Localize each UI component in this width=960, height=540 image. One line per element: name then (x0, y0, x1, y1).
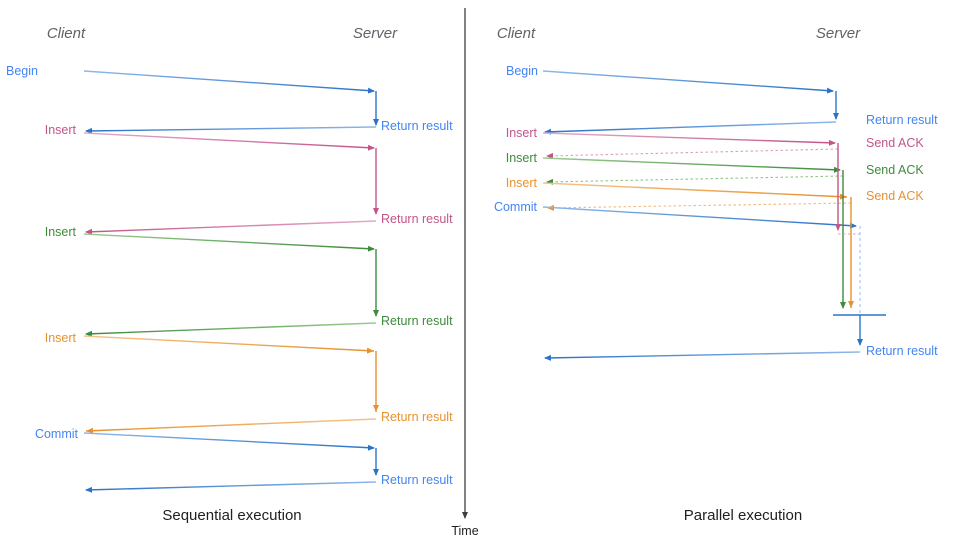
client-lane-header-parallel: Client (497, 25, 536, 42)
server-lane-header-sequential: Server (353, 25, 398, 42)
message-arrow-insert2-return (85, 322, 377, 337)
panel-caption-parallel: Parallel execution (684, 507, 802, 524)
message-arrow-commit-return (85, 481, 377, 493)
message-label-insert-2: Insert (45, 225, 77, 239)
message-arrow-send-ack-1 (546, 148, 839, 159)
time-axis-label: Time (451, 524, 478, 538)
message-label-insert-parallel-3: Insert (506, 176, 538, 190)
message-arrow-begin-return (85, 126, 377, 134)
message-arrow-insert2-request-parallel (542, 157, 841, 173)
message-label-return-result-parallel-1: Return result (866, 113, 938, 127)
message-label-send-ack-1: Send ACK (866, 136, 924, 150)
message-arrow-insert1-return (85, 220, 377, 235)
message-arrow-send-ack-3 (546, 202, 852, 211)
client-lane-header-sequential: Client (47, 25, 86, 42)
message-label-insert-1: Insert (45, 123, 77, 137)
message-arrow-begin-request (83, 70, 375, 94)
message-label-return-result-5: Return result (381, 473, 453, 487)
message-label-return-result-2: Return result (381, 212, 453, 226)
message-arrow-insert1-request-parallel (542, 132, 836, 146)
message-label-begin-parallel: Begin (506, 64, 538, 78)
panel-caption-sequential: Sequential execution (162, 507, 301, 524)
message-arrow-commit-request-parallel (542, 206, 857, 229)
message-arrow-commit-return-parallel (544, 351, 861, 361)
message-arrow-begin-return-parallel (544, 121, 837, 135)
server-lane-header-parallel: Server (816, 25, 861, 42)
message-label-return-result-parallel-2: Return result (866, 344, 938, 358)
message-arrow-send-ack-2 (546, 175, 844, 185)
message-arrow-insert3-return (85, 418, 377, 434)
message-label-insert-parallel-2: Insert (506, 151, 538, 165)
message-label-send-ack-3: Send ACK (866, 189, 924, 203)
panel-sequential: Client Server Return result Begin Insert… (6, 25, 453, 524)
message-label-commit-parallel: Commit (494, 200, 538, 214)
message-label-commit: Commit (35, 427, 79, 441)
message-arrow-insert2-request (83, 233, 375, 252)
message-arrow-insert3-request (83, 335, 375, 354)
message-arrow-insert1-request (83, 132, 375, 151)
message-label-send-ack-2: Send ACK (866, 163, 924, 177)
message-label-return-result-1: Return result (381, 119, 453, 133)
panel-parallel: Client Server Begin Return result Insert… (494, 25, 938, 524)
message-label-insert-parallel-1: Insert (506, 126, 538, 140)
message-label-insert-3: Insert (45, 331, 77, 345)
time-axis: Time (451, 8, 479, 538)
message-arrow-begin-request-parallel (542, 70, 834, 94)
message-label-return-result-3: Return result (381, 314, 453, 328)
message-label-begin: Begin (6, 64, 38, 78)
message-arrow-commit-request (83, 432, 375, 451)
message-arrow-insert3-request-parallel (542, 182, 848, 200)
message-label-return-result-4: Return result (381, 410, 453, 424)
